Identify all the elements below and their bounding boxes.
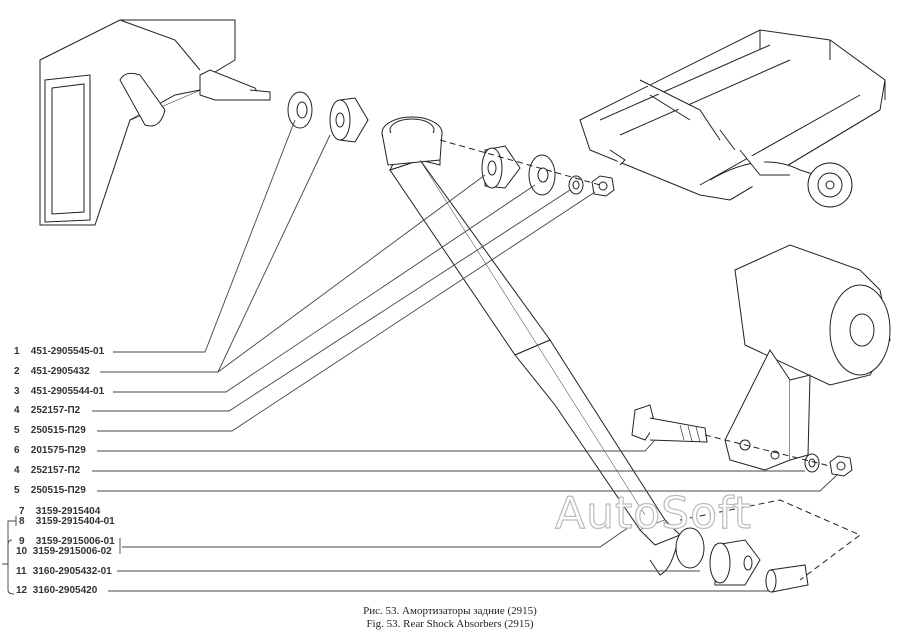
part-label-6: 6 201575-П29: [14, 445, 86, 456]
axis-line-upper: [439, 139, 601, 186]
sleeve-12: [765, 564, 809, 593]
washer-4: [568, 175, 584, 195]
sleeve-9-10: [649, 527, 705, 576]
lower-bracket: [724, 244, 891, 471]
part-label-4: 4 252157-П2: [14, 405, 81, 416]
caption-en: Fig. 53. Rear Shock Absorbers (2915): [366, 618, 534, 630]
washer-3: [528, 154, 556, 196]
part-label-3: 3 451-2905544-01: [14, 386, 105, 397]
axis-line-bolt: [704, 434, 831, 467]
bushing-2: [329, 97, 369, 143]
part-label-4b: 4 252157-П2: [14, 465, 81, 476]
watermark: AutoSoft: [554, 487, 752, 539]
washer-4b: [804, 453, 820, 473]
part-label-2: 2 451-2905432: [14, 366, 90, 377]
bolt-6: [631, 404, 708, 443]
part-label-1: 1 451-2905545-01: [14, 346, 105, 357]
caption-ru: Рис. 53. Амортизаторы задние (2915): [363, 605, 537, 617]
nut-5: [591, 175, 615, 197]
bushing-11: [709, 539, 761, 586]
nut-5b: [829, 455, 853, 477]
part-label-7: 7 3159-2915404: [19, 506, 101, 517]
shock-absorber: [381, 116, 681, 546]
part-label-12: 12 3160-2905420: [16, 585, 98, 596]
chassis: [579, 29, 886, 208]
part-label-11: 11 3160-2905432-01: [16, 566, 112, 577]
part-label-8: 8 3159-2915404-01: [19, 516, 115, 527]
leader-lines: [2, 119, 839, 595]
bushing-2b: [481, 145, 521, 189]
part-label-10: 10 3159-2915006-02: [16, 546, 112, 557]
part-label-5b: 5 250515-П29: [14, 485, 86, 496]
washer-1: [287, 91, 313, 129]
part-label-9: 9 3159-2915006-01: [19, 536, 115, 547]
axis-line-lower: [679, 499, 861, 581]
part-label-5: 5 250515-П29: [14, 425, 86, 436]
frame-bracket: [39, 19, 271, 226]
